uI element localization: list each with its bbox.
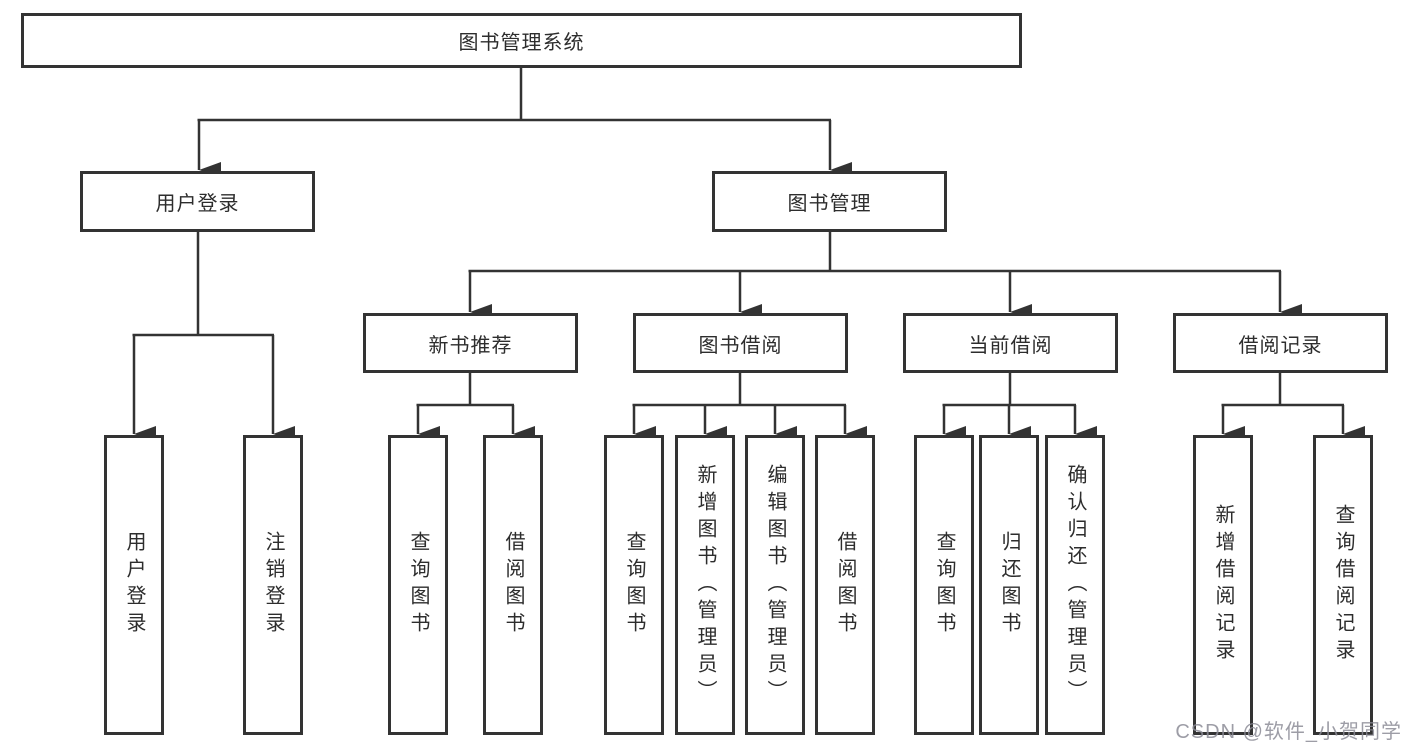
leaf-user-login: 用户登录: [104, 435, 164, 735]
node-label: 当前借阅: [968, 334, 1053, 357]
leaf-label: 借阅图书: [834, 531, 856, 639]
leaf-label: 新增借阅记录: [1212, 504, 1234, 666]
node-label: 图书管理系统: [458, 32, 585, 54]
leaf-borrow-books: 借阅图书: [815, 435, 875, 735]
node-label: 图书管理: [787, 193, 872, 215]
node-label: 新书推荐: [428, 334, 513, 357]
leaf-label: 注销登录: [262, 531, 284, 639]
leaf-logout: 注销登录: [243, 435, 303, 735]
leaf-label: 借阅图书: [502, 531, 524, 639]
leaf-borrow-books-recommend: 借阅图书: [483, 435, 543, 735]
leaf-label: 查询图书: [933, 531, 955, 639]
csdn-watermark: CSDN @软件_小贺同学: [1175, 721, 1402, 743]
leaf-label: 查询图书: [623, 531, 645, 639]
node-user-login: 用户登录: [80, 171, 315, 232]
leaf-add-borrow-record: 新增借阅记录: [1193, 435, 1253, 735]
node-new-book-recommend: 新书推荐: [363, 313, 578, 373]
node-book-borrow: 图书借阅: [633, 313, 848, 373]
leaf-label: 归还图书: [998, 531, 1020, 639]
leaf-query-books-borrow: 查询图书: [604, 435, 664, 735]
leaf-return-books: 归还图书: [979, 435, 1039, 735]
node-borrow-records: 借阅记录: [1173, 313, 1388, 373]
node-library-management-system: 图书管理系统: [21, 13, 1022, 68]
leaf-query-books-current: 查询图书: [914, 435, 974, 735]
node-current-borrow: 当前借阅: [903, 313, 1118, 373]
leaf-query-books-recommend: 查询图书: [388, 435, 448, 735]
node-label: 图书借阅: [698, 334, 783, 357]
leaf-label: 确认归还（管理员）: [1064, 463, 1086, 707]
leaf-edit-books-admin: 编辑图书（管理员）: [745, 435, 805, 735]
leaf-label: 用户登录: [123, 531, 145, 639]
node-label: 用户登录: [155, 193, 240, 215]
leaf-label: 查询图书: [407, 531, 429, 639]
leaf-query-borrow-record: 查询借阅记录: [1313, 435, 1373, 735]
leaf-add-books-admin: 新增图书（管理员）: [675, 435, 735, 735]
leaf-label: 新增图书（管理员）: [694, 463, 716, 707]
leaf-label: 编辑图书（管理员）: [764, 463, 786, 707]
leaf-label: 查询借阅记录: [1332, 504, 1354, 666]
node-label: 借阅记录: [1238, 334, 1323, 357]
node-book-management: 图书管理: [712, 171, 947, 232]
leaf-confirm-return-admin: 确认归还（管理员）: [1045, 435, 1105, 735]
